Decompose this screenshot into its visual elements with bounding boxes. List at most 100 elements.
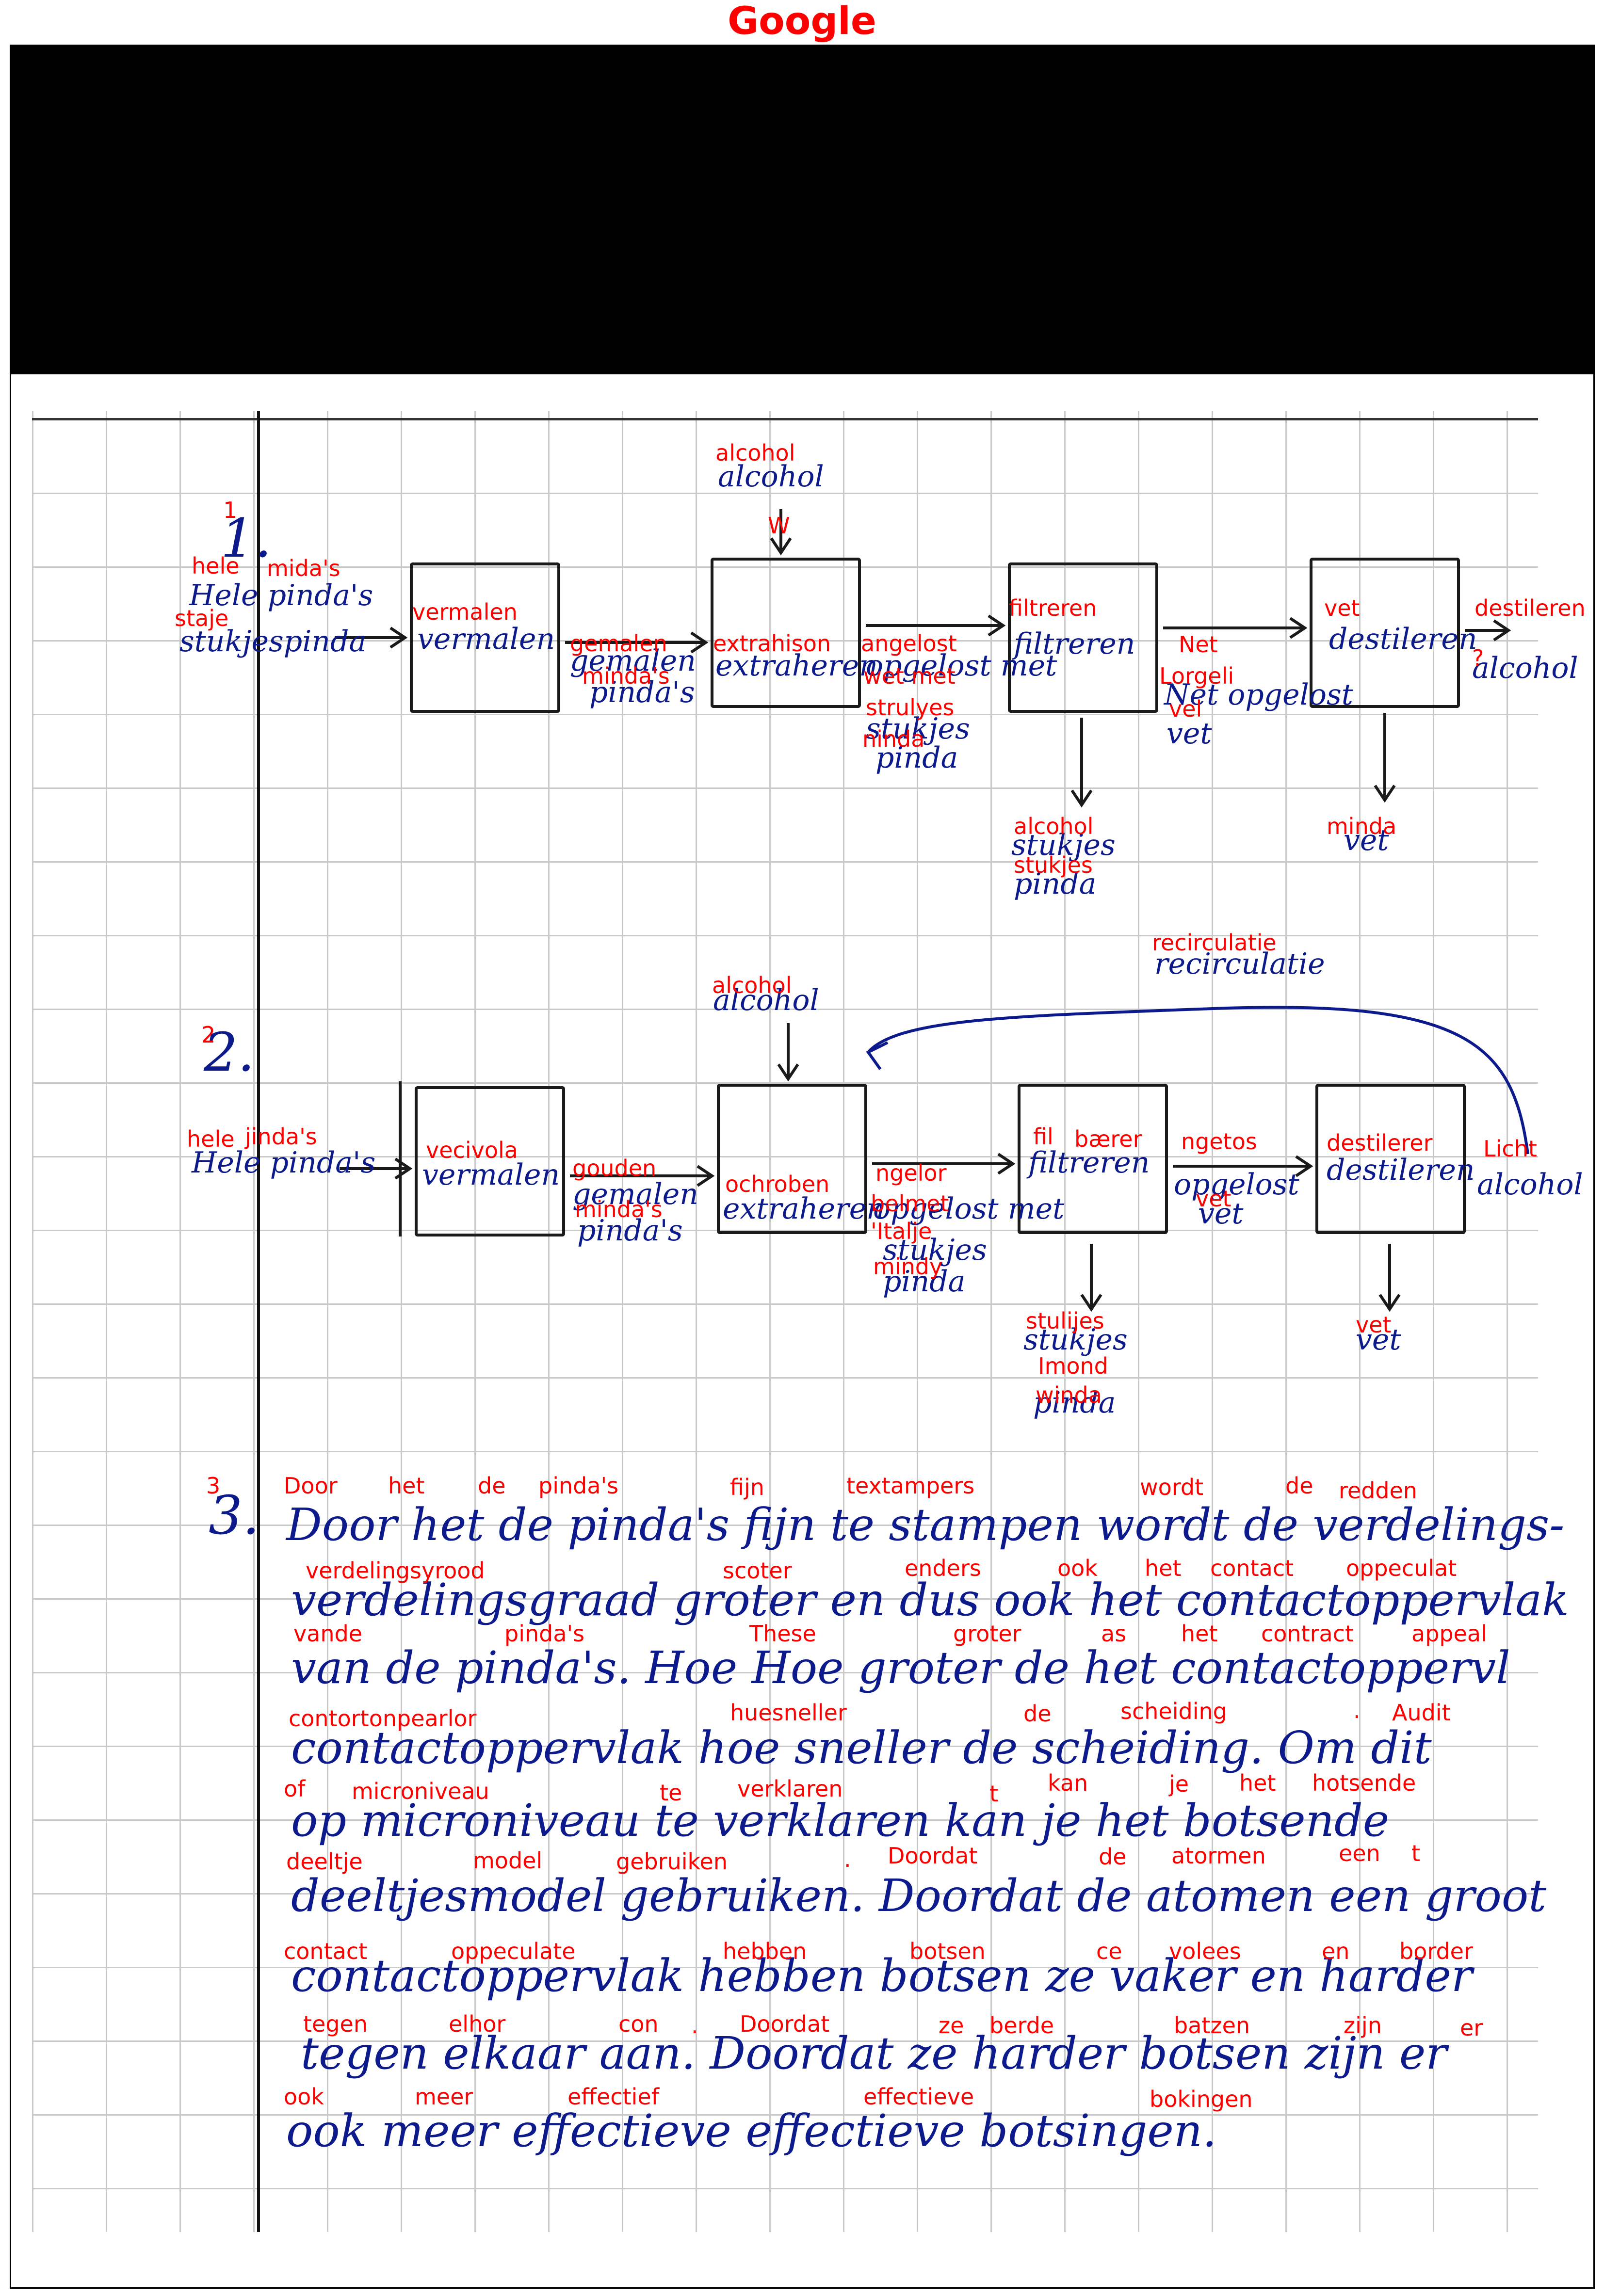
- hw-pinda-2b: pinda: [1033, 1386, 1116, 1420]
- hw-gemalen-2: gemalen: [572, 1177, 698, 1211]
- hw-paragraph-line-9: ook meer effectieve effectieve botsingen…: [286, 2105, 1217, 2157]
- ocr-label: hebben: [723, 1938, 807, 1964]
- ocr-label: oppeculate: [451, 1938, 576, 1964]
- ocr-label: vecivola: [426, 1137, 518, 1163]
- hw-filtreren-1: filtreren: [1014, 627, 1135, 661]
- ocr-label: filtreren: [1009, 595, 1097, 621]
- ocr-label: microniveau: [352, 1778, 489, 1804]
- hw-gemalen-1: gemalen: [570, 644, 696, 678]
- ocr-label: ninda: [862, 726, 925, 752]
- hw-paragraph-line-4: contactoppervlak hoe sneller de scheidin…: [291, 1722, 1432, 1774]
- ocr-label: alcohol: [715, 440, 795, 466]
- hw-stukjes-1b: stukjes: [1011, 828, 1116, 862]
- paper-margin-line: [257, 411, 260, 2232]
- hw-stukjes-2a: stukjes: [883, 1233, 987, 1267]
- grid-paper: [32, 411, 1538, 2232]
- hw-pinda-1b: pinda: [1014, 867, 1097, 901]
- process-box-filtreren-1: [1008, 562, 1158, 713]
- ocr-label: wet met: [863, 663, 956, 689]
- ocr-label: contact: [1210, 1555, 1294, 1581]
- ocr-label: pinda's: [538, 1473, 619, 1499]
- ocr-label-section2-number: 2: [201, 1022, 216, 1048]
- ocr-label: stukjes: [1014, 852, 1093, 878]
- ocr-label: vet: [1196, 1186, 1231, 1212]
- ocr-label: Door: [284, 1473, 338, 1499]
- ocr-label: Imond: [1038, 1353, 1108, 1379]
- ocr-label: gouden: [572, 1155, 657, 1181]
- ocr-label: contortonpearlor: [289, 1705, 477, 1732]
- ocr-label: verdelingsyrood: [306, 1557, 485, 1584]
- ocr-label: volees: [1169, 1938, 1241, 1964]
- ocr-label: as: [1101, 1621, 1127, 1647]
- ocr-label: hotsende: [1312, 1770, 1416, 1796]
- ocr-label: hele: [192, 553, 240, 579]
- hw-destileren-2: destileren: [1327, 1153, 1475, 1187]
- ocr-label: het: [388, 1473, 425, 1499]
- hw-extraheren-1: extraheren: [715, 649, 878, 683]
- ocr-label: zijn: [1344, 2012, 1382, 2039]
- ocr-label: Net: [1179, 631, 1218, 658]
- ocr-label: de: [1285, 1473, 1313, 1499]
- process-box-destileren-2: [1315, 1084, 1466, 1234]
- ocr-label: er: [1460, 2015, 1483, 2041]
- ocr-label: de: [1099, 1844, 1127, 1870]
- ocr-label: .: [691, 2012, 698, 2039]
- ocr-label: .: [844, 1846, 851, 1872]
- hw-alcohol-1b: alcohol: [1472, 651, 1578, 685]
- hw-opgelost-2b: opgelost: [1174, 1168, 1299, 1202]
- ocr-label: pinda's: [504, 1621, 585, 1647]
- ocr-label: het: [1239, 1770, 1276, 1796]
- ocr-label: .: [1353, 1697, 1361, 1723]
- hw-recirculatie-2: recirculatie: [1154, 947, 1325, 981]
- ocr-label: het: [1181, 1621, 1218, 1647]
- ocr-label: botsen: [909, 1938, 986, 1964]
- ocr-label: effectief: [567, 2084, 659, 2110]
- ocr-label: vel: [1169, 696, 1202, 722]
- hw-vermalen-1: vermalen: [417, 622, 555, 656]
- process-box-destileren-1: [1310, 558, 1460, 708]
- ocr-label: alcohol: [1014, 813, 1094, 839]
- hw-paragraph-line-2: verdelingsgraad groter en dus ook het co…: [291, 1574, 1569, 1626]
- ocr-label: angelost: [861, 630, 957, 657]
- ocr-label: winda: [1036, 1382, 1102, 1408]
- ocr-label: minda's: [582, 663, 670, 689]
- ocr-label: stulijes: [1026, 1308, 1104, 1334]
- ocr-label: meer: [415, 2084, 473, 2110]
- ocr-label: fil: [1033, 1124, 1053, 1150]
- ocr-label: of: [284, 1776, 306, 1802]
- page-title: Google: [728, 0, 876, 43]
- ocr-label: kan: [1048, 1770, 1088, 1796]
- ocr-label: Doordat: [888, 1843, 978, 1869]
- ocr-label: model: [473, 1847, 543, 1874]
- ocr-label: mindy: [873, 1253, 943, 1280]
- ocr-label: Licht: [1483, 1136, 1537, 1162]
- ocr-label: huesneller: [730, 1700, 847, 1726]
- ocr-label: textampers: [846, 1473, 975, 1499]
- ocr-label: een: [1339, 1840, 1380, 1866]
- process-box-vermalen-1: [410, 562, 560, 713]
- ocr-label: W: [768, 513, 790, 539]
- ocr-label: minda: [1327, 813, 1397, 839]
- ocr-label: These: [749, 1621, 816, 1647]
- ocr-label: ze: [939, 2012, 964, 2039]
- hw-pindas-1a: pinda's: [589, 675, 695, 709]
- process-box-extraheren-2: [717, 1084, 867, 1234]
- ocr-label: tegen: [303, 2011, 368, 2037]
- paper-top-rule: [32, 418, 1538, 420]
- hw-stukjespinda-1: stukjespinda: [179, 625, 367, 658]
- ocr-label: Lorgeli: [1159, 663, 1234, 689]
- ocr-label: je: [1169, 1771, 1189, 1797]
- ocr-label: belmet: [871, 1190, 949, 1217]
- ocr-label: groter: [953, 1621, 1021, 1647]
- ocr-label: oppeculat: [1346, 1555, 1457, 1581]
- ocr-label: extrahison: [713, 630, 831, 657]
- hw-vet-2a: vet: [1198, 1197, 1244, 1231]
- hw-alcohol-2: alcohol: [713, 983, 819, 1017]
- ocr-label: ce: [1096, 1938, 1122, 1964]
- ocr-label: effectieve: [863, 2084, 974, 2110]
- process-box-extraheren-1: [711, 558, 861, 708]
- hw-pinda-2a: pinda: [883, 1265, 966, 1299]
- ocr-label: Doordat: [740, 2011, 830, 2037]
- hw-paragraph-line-5: op microniveau te verklaren kan je het b…: [291, 1795, 1390, 1846]
